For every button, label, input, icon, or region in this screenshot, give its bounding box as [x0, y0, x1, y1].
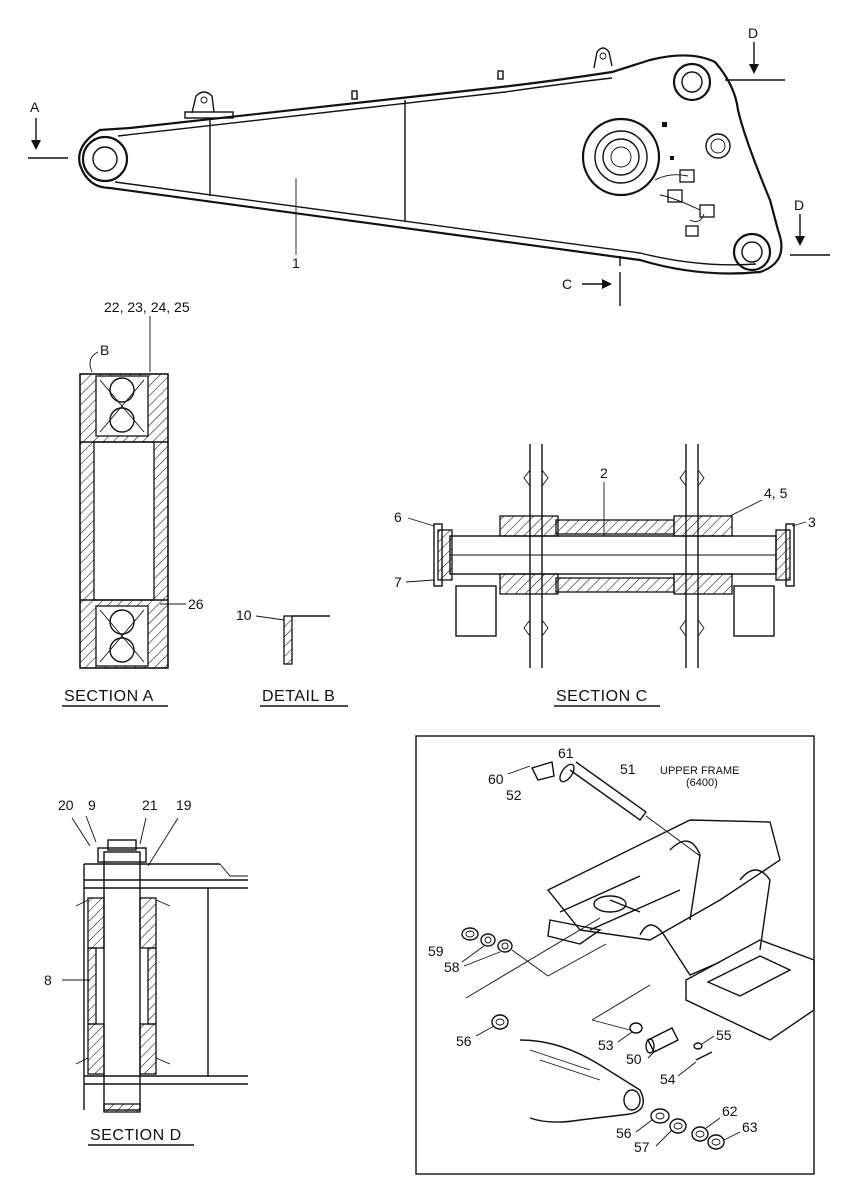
boom-assembly: 1: [78, 47, 783, 275]
inset-title-line2: (6400): [686, 777, 718, 789]
callout-60: 60: [488, 771, 504, 787]
callout-8: 8: [44, 972, 52, 988]
callout-59: 59: [428, 943, 444, 959]
callout-22-25: 22, 23, 24, 25: [104, 299, 190, 315]
callout-20: 20: [58, 797, 74, 813]
callout-61: 61: [558, 745, 574, 761]
cut-marker-c: C: [562, 276, 572, 292]
callout-50: 50: [626, 1051, 642, 1067]
section-d-view: 9 20 21 19 8 SECTION D: [44, 797, 248, 1146]
callout-3: 3: [808, 514, 816, 530]
section-a-view: 22, 23, 24, 25 B 26 SECTION A: [62, 299, 204, 707]
detail-b-title: DETAIL B: [262, 688, 335, 705]
callout-52: 52: [506, 787, 522, 803]
callout-53: 53: [598, 1037, 614, 1053]
inset-title-line1: UPPER FRAME: [660, 765, 739, 777]
callout-56-b: 56: [616, 1125, 632, 1141]
callout-2: 2: [600, 465, 608, 481]
callout-58: 58: [444, 959, 460, 975]
callout-55: 55: [716, 1027, 732, 1043]
callout-51: 51: [620, 761, 636, 777]
callout-63: 63: [742, 1119, 758, 1135]
callout-7: 7: [394, 574, 402, 590]
callout-1: 1: [292, 255, 300, 271]
upper-frame-inset: UPPER FRAME (6400) 51 61 60 52 59 58: [415, 735, 815, 1175]
section-cut-markers: A D D C: [28, 25, 830, 306]
callout-21: 21: [142, 797, 158, 813]
callout-19: 19: [176, 797, 192, 813]
section-c-view: 2 4, 5 3 6 7 SECTION C: [394, 444, 816, 707]
cut-marker-a: A: [30, 99, 40, 115]
callout-54: 54: [660, 1071, 676, 1087]
callout-10: 10: [236, 607, 252, 623]
callout-26: 26: [188, 596, 204, 612]
callout-57: 57: [634, 1139, 650, 1155]
section-a-title: SECTION A: [64, 688, 154, 705]
cut-marker-d-bottom: D: [794, 197, 804, 213]
callout-62: 62: [722, 1103, 738, 1119]
section-c-title: SECTION C: [556, 688, 648, 705]
callout-6: 6: [394, 509, 402, 525]
callout-4-5: 4, 5: [764, 485, 788, 501]
detail-b-marker: B: [100, 342, 109, 358]
cut-marker-d-top: D: [748, 25, 758, 41]
detail-b-view: 10 DETAIL B: [236, 607, 348, 707]
callout-56-a: 56: [456, 1033, 472, 1049]
section-d-title: SECTION D: [90, 1127, 182, 1144]
callout-9: 9: [88, 797, 96, 813]
